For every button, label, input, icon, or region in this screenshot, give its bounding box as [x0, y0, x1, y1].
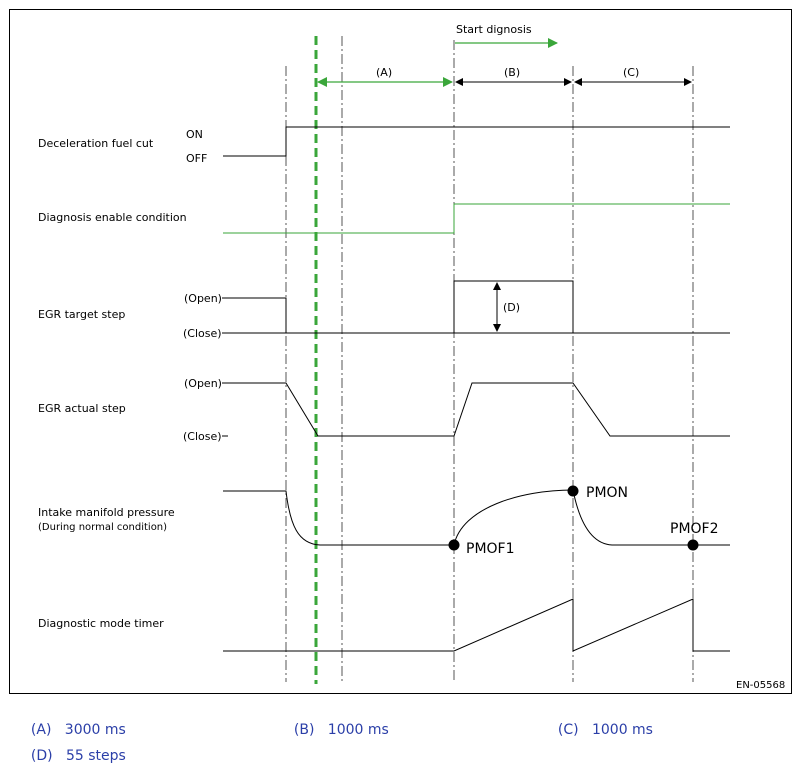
legend-d-value: 55 steps: [65, 748, 126, 764]
egr-actual-signal: [228, 382, 730, 437]
interval-a-label: (A): [376, 66, 392, 79]
start-diagnosis-label: Start dignosis: [456, 23, 532, 36]
interval-b-label: (B): [504, 66, 520, 79]
egr-actual-label: EGR actual step: [38, 402, 126, 415]
diag-enable-label: Diagnosis enable condition: [38, 211, 187, 224]
legend-a-value: 3000 ms: [64, 722, 126, 738]
fuel-cut-signal: [223, 126, 730, 157]
interval-c-label: (C): [623, 66, 639, 79]
diag-enable-signal: [223, 203, 730, 234]
pmof1-label: PMOF1: [466, 541, 515, 557]
fuel-cut-off-label: OFF: [186, 152, 207, 165]
egr-target-signal-2: [453, 280, 574, 333]
legend-a: (A) 3000 ms: [22, 706, 126, 738]
pmon-point: [567, 485, 579, 497]
legend-b-value: 1000 ms: [327, 722, 389, 738]
figure-id: EN-05568: [736, 680, 785, 691]
egr-target-open-label: (Open): [184, 292, 222, 305]
intake-sublabel: (During normal condition): [38, 522, 167, 533]
legend-b-key: (B): [293, 722, 315, 738]
pmof2-point: [687, 539, 699, 551]
pmof1-point: [448, 539, 460, 551]
egr-actual-close-label: (Close): [183, 430, 222, 443]
legend-a-key: (A): [30, 722, 52, 738]
timer-label: Diagnostic mode timer: [38, 617, 164, 630]
fuel-cut-label: Deceleration fuel cut: [38, 137, 154, 150]
egr-target-label: EGR target step: [38, 308, 125, 321]
pmof2-label: PMOF2: [670, 521, 719, 537]
pmon-label: PMON: [586, 485, 628, 501]
legend-c-key: (C): [557, 722, 579, 738]
legend-b: (B) 1000 ms: [285, 706, 389, 738]
intake-signal: [223, 489, 730, 546]
step-d-label: (D): [503, 301, 520, 314]
intake-label: Intake manifold pressure: [38, 506, 175, 519]
legend-c-value: 1000 ms: [591, 722, 653, 738]
legend-c: (C) 1000 ms: [549, 706, 653, 738]
time-guides: [285, 36, 694, 682]
timing-diagram: Start dignosis (A) (B) (C) Deceleration …: [9, 9, 792, 694]
egr-target-signal-1: [228, 297, 287, 333]
egr-target-close-label: (Close): [183, 327, 222, 340]
fuel-cut-on-label: ON: [186, 128, 203, 141]
legend-d-key: (D): [30, 748, 53, 764]
legend-d: (D) 55 steps: [22, 732, 126, 764]
figure-frame: [9, 9, 792, 694]
timer-signal: [223, 598, 730, 652]
egr-actual-open-label: (Open): [184, 377, 222, 390]
